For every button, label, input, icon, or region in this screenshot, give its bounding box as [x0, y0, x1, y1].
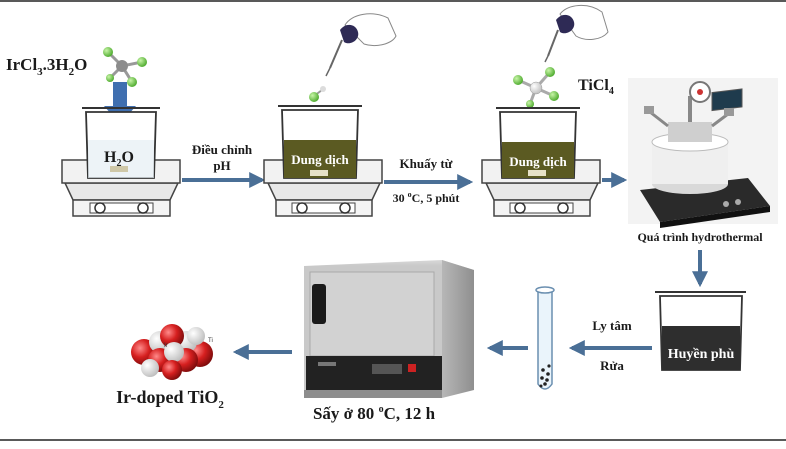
beaker-water [82, 107, 160, 179]
hydrothermal-reactor [628, 78, 778, 228]
solution-1-label: Dung dịch [291, 152, 349, 167]
solution-2-label: Dung dịch [509, 154, 567, 169]
stir-label-line1: Khuấy từ [400, 156, 453, 171]
iridium-precursor-label: IrCl3.3H2O [6, 55, 87, 78]
ticl4-molecule [513, 67, 559, 108]
beaker-suspension [655, 291, 746, 371]
ir-atom-label: Ir [164, 343, 168, 349]
adjust-ph-label-line2: pH [213, 158, 230, 173]
adjust-ph-label-line1: Điều chỉnh [192, 142, 253, 157]
centrifuge-label-line2: Rửa [600, 358, 624, 373]
ircl3-molecule [103, 47, 147, 87]
product-molecule [131, 324, 213, 380]
titanium-precursor-label: TiCl4 [578, 77, 614, 97]
water-label: H2O [104, 149, 134, 169]
stir-label-line2: 30 oC, 5 phút [393, 190, 460, 205]
dropper-hand-1 [325, 13, 397, 77]
drying-oven [304, 260, 474, 398]
beaker-solution-1 [278, 105, 362, 179]
drying-label: Sấy ở 80 oC, 12 h [313, 404, 436, 423]
product-label: Ir-doped TiO2 [116, 387, 224, 411]
suspension-label: Huyền phù [668, 347, 735, 362]
test-tube [535, 286, 555, 390]
ti-atom-label: Ti [208, 338, 213, 344]
centrifuge-label-line1: Ly tâm [592, 318, 632, 333]
beaker-solution-2 [496, 107, 580, 179]
dropper-hand-2 [544, 5, 609, 63]
hydrothermal-label: Quá trình hydrothermal [637, 230, 763, 244]
falling-drop-1 [309, 86, 326, 102]
